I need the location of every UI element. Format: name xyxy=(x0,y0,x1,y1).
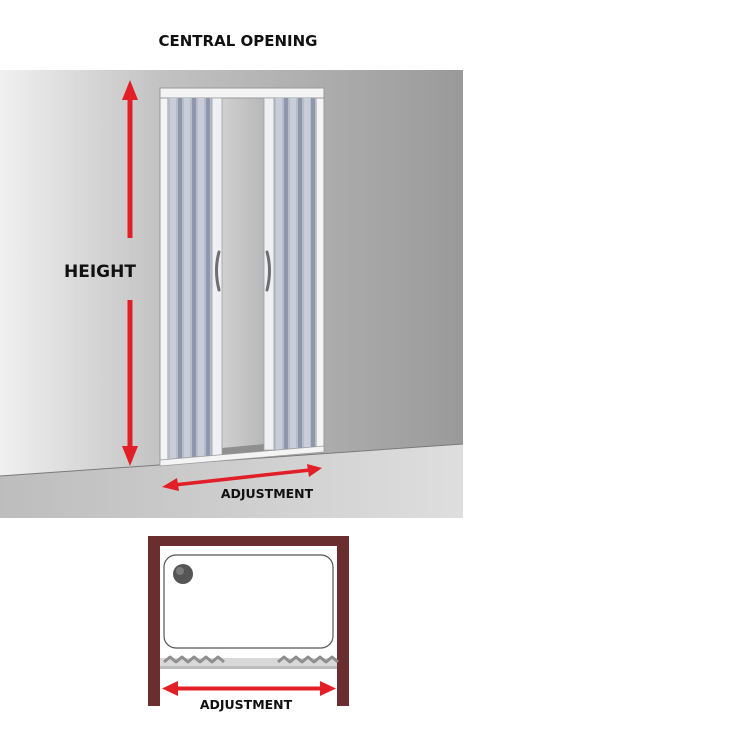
top-adjustment-label: ADJUSTMENT xyxy=(221,486,314,501)
height-double-arrow-icon xyxy=(122,80,138,466)
folded-door-right xyxy=(277,655,339,664)
drain-icon xyxy=(173,564,193,584)
door-handle-icon xyxy=(265,250,271,292)
folded-door-left xyxy=(163,655,225,664)
folding-door xyxy=(159,87,325,467)
door-opening xyxy=(222,98,264,448)
door-track xyxy=(160,658,337,666)
shower-tray-plan xyxy=(148,536,349,706)
diagram-title: CENTRAL OPENING xyxy=(159,32,318,50)
floor xyxy=(0,444,463,518)
door-right-jamb xyxy=(315,97,325,451)
bottom-adjustment-double-arrow-icon xyxy=(162,681,336,696)
top-adjustment-double-arrow-icon xyxy=(162,464,322,491)
door-handle-icon xyxy=(215,250,221,292)
door-top-rail xyxy=(159,87,325,99)
tray-frame-left xyxy=(148,536,160,706)
shower-tray xyxy=(163,554,334,649)
door-bottom-rail xyxy=(159,445,325,467)
height-label: HEIGHT xyxy=(64,262,136,282)
tray-frame-top xyxy=(148,536,349,546)
door-left-leaf xyxy=(168,97,223,461)
tray-frame-right xyxy=(337,536,349,706)
door-left-jamb xyxy=(159,97,169,463)
door-right-leaf xyxy=(263,97,316,451)
bottom-adjustment-label: ADJUSTMENT xyxy=(200,697,293,712)
